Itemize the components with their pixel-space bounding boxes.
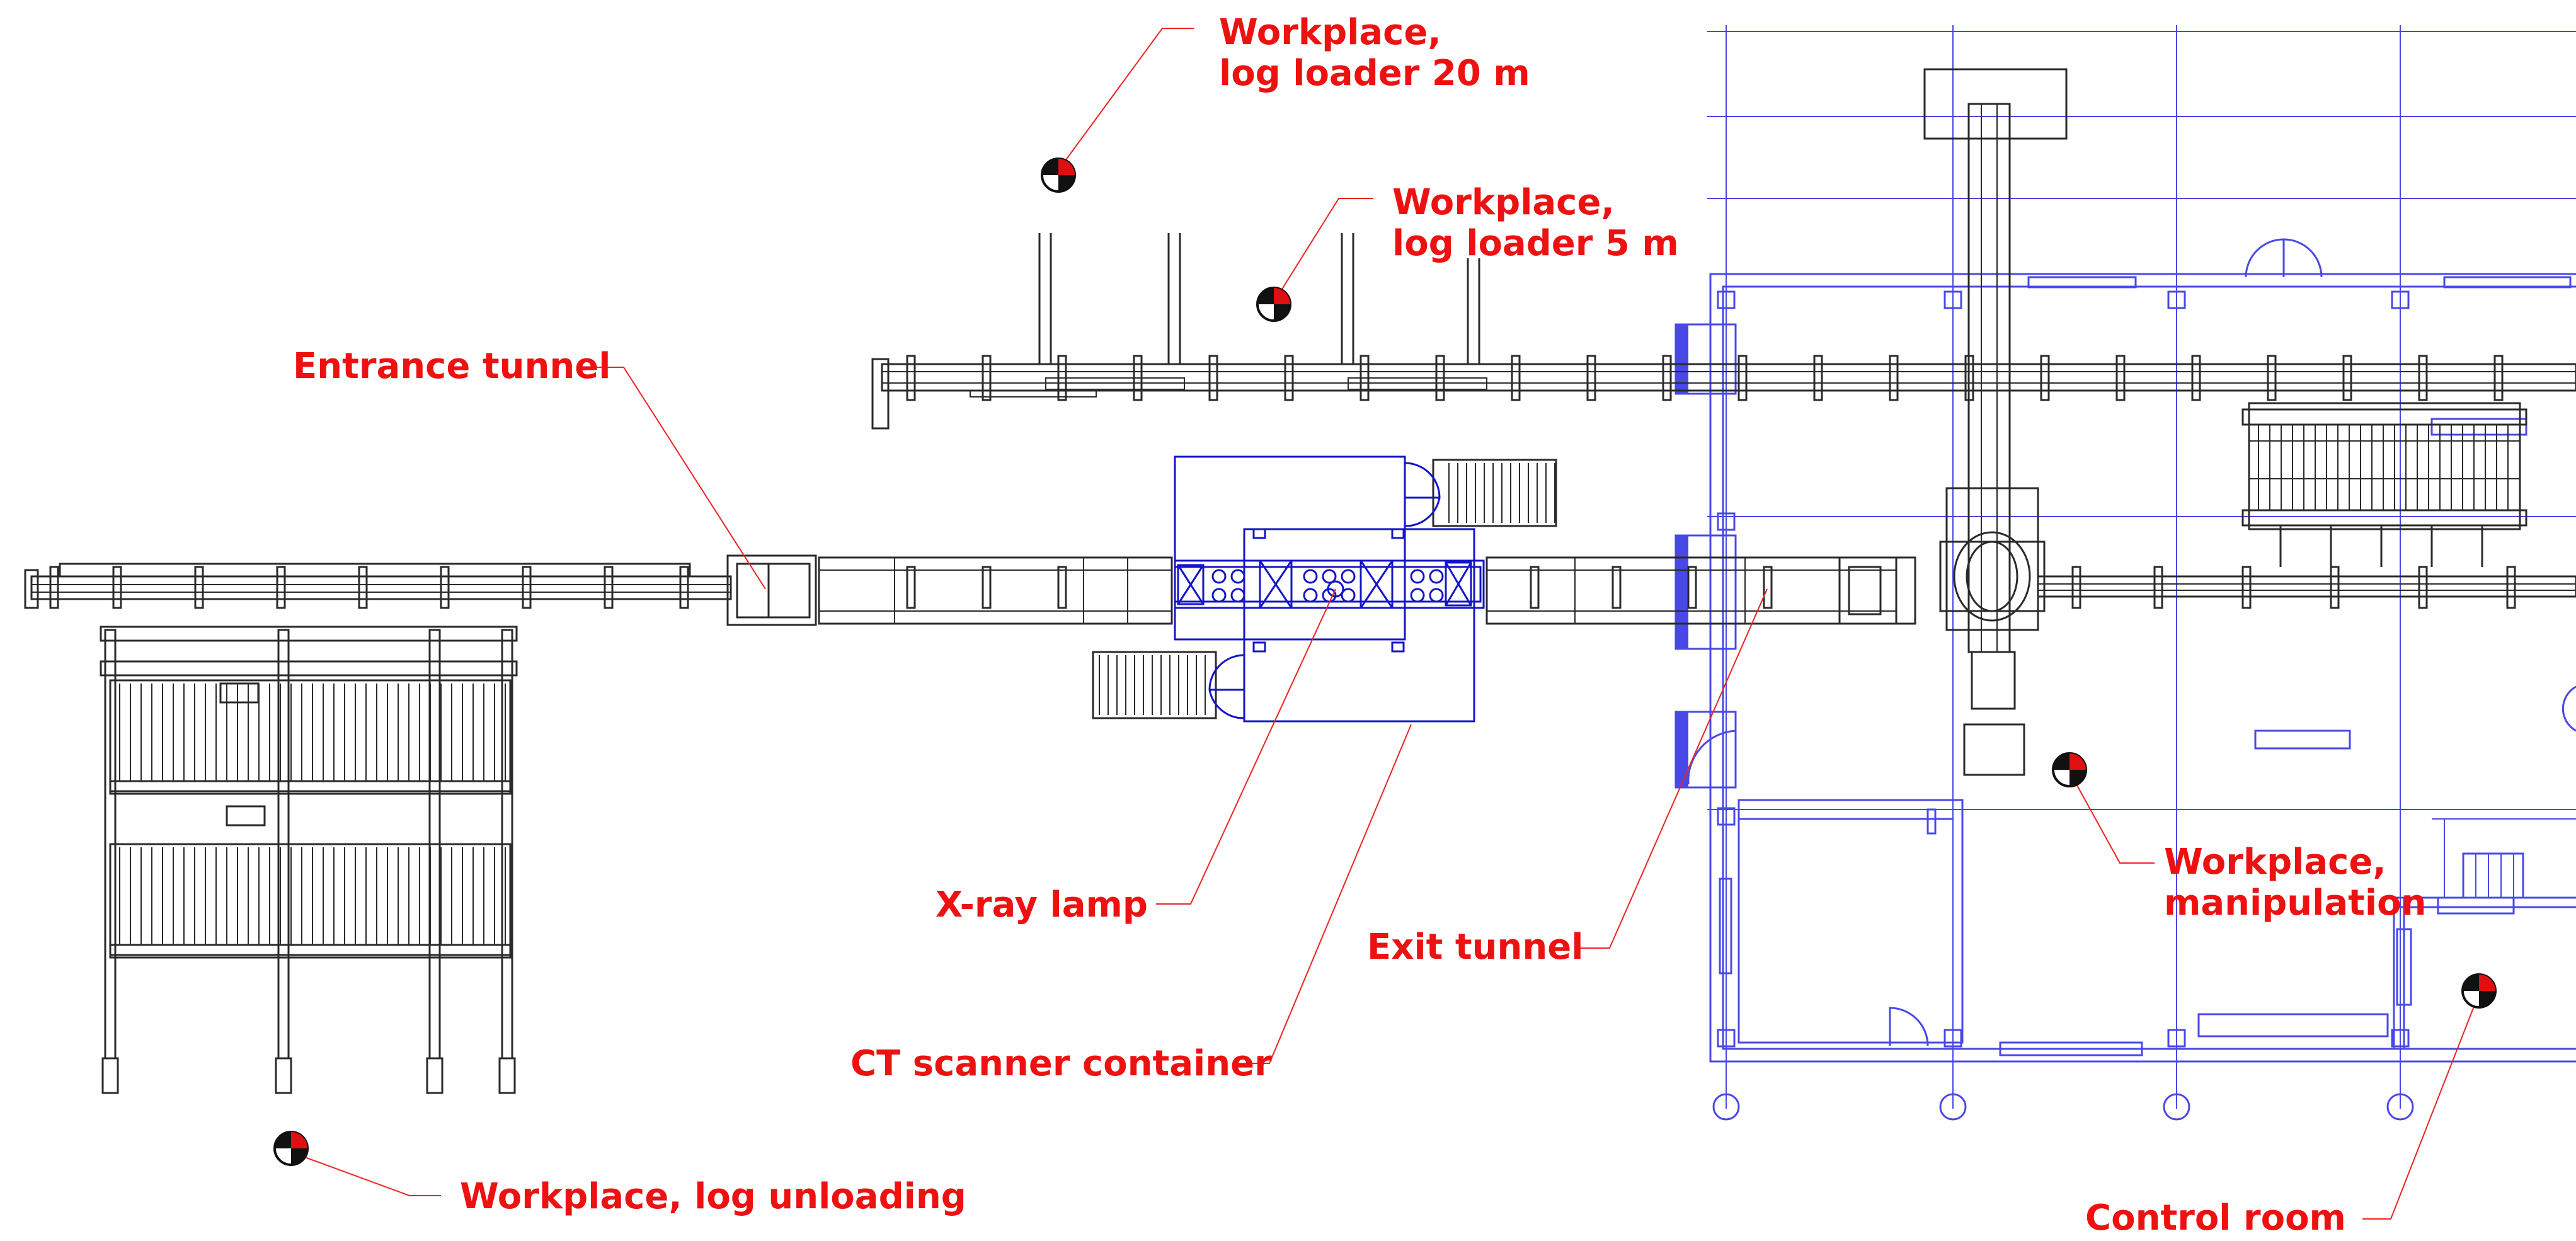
conveyor-support — [276, 566, 286, 609]
upper-conveyor-supports — [906, 355, 2504, 401]
conveyor-support — [2267, 355, 2277, 401]
rack-foot — [101, 1057, 119, 1094]
label-workplace-manipulation: Workplace, manipulation — [2164, 842, 2426, 924]
roller — [1341, 588, 1356, 603]
conveyor-support — [49, 566, 59, 609]
conveyor-support — [1763, 566, 1773, 609]
conveyor-support — [1586, 355, 1596, 401]
conveyor-support — [1889, 355, 1899, 401]
workplace-marker-icon — [1256, 287, 1291, 322]
conveyor-support — [1057, 566, 1067, 609]
main-log-conveyor — [24, 554, 2576, 626]
workplace-marker-icon — [1041, 157, 1076, 193]
conveyor-support — [2493, 355, 2504, 401]
stairs-top — [1404, 459, 1557, 527]
roller — [1322, 588, 1337, 603]
conveyor-support — [440, 566, 450, 609]
gantry-crane — [1923, 68, 2068, 776]
roller — [1322, 569, 1337, 584]
conveyor-support — [1687, 566, 1697, 609]
label-control-room: Control room — [2085, 1198, 2346, 1238]
roller — [1429, 588, 1444, 603]
conveyor-support — [112, 566, 122, 609]
rack-foot — [498, 1057, 516, 1094]
conveyor-support — [2418, 355, 2428, 401]
rack-foot — [426, 1057, 444, 1094]
conveyor-support — [2153, 566, 2163, 609]
conveyor-support — [906, 566, 916, 609]
roller — [1429, 569, 1444, 584]
conveyor-support — [2071, 566, 2081, 609]
conveyor-support — [2115, 355, 2126, 401]
roller — [1341, 569, 1356, 584]
roller — [1410, 569, 1425, 584]
conveyor-support — [1435, 355, 1445, 401]
label-entrance-tunnel: Entrance tunnel — [293, 346, 610, 387]
label-workplace-log-loader-20m: Workplace, log loader 20 m — [1219, 12, 1530, 94]
conveyor-support — [1057, 355, 1067, 401]
conveyor-support — [982, 355, 992, 401]
conveyor-support — [2241, 566, 2252, 609]
conveyor-support — [2342, 355, 2352, 401]
upper-log-conveyor — [871, 233, 2576, 430]
conveyor-support — [906, 355, 916, 401]
stairs-bottom — [1092, 651, 1245, 719]
workplace-marker-icon — [273, 1131, 309, 1166]
label-line-2: log loader 5 m — [1392, 223, 1679, 264]
roller — [1211, 588, 1227, 603]
workplace-marker-icon — [2461, 973, 2497, 1009]
label-xray-lamp: X-ray lamp — [936, 884, 1148, 925]
scanner-rollers — [1211, 569, 1444, 603]
label-line-2: log loader 20 m — [1219, 53, 1530, 94]
label-workplace-log-loader-5m: Workplace, log loader 5 m — [1392, 182, 1679, 264]
main-conveyor-supports — [49, 566, 2516, 609]
conveyor-support — [1360, 355, 1370, 401]
label-ct-scanner-container: CT scanner container — [850, 1043, 1272, 1084]
conveyor-support — [2330, 566, 2340, 609]
label-workplace-log-unloading: Workplace, log unloading — [460, 1176, 966, 1217]
conveyor-support — [522, 566, 532, 609]
leader-lines — [292, 28, 2476, 1220]
label-line-2: manipulation — [2164, 883, 2426, 924]
label-exit-tunnel: Exit tunnel — [1367, 927, 1583, 968]
roller — [1410, 588, 1425, 603]
roller — [1303, 569, 1318, 584]
conveyor-support — [1208, 355, 1218, 401]
conveyor-support — [1530, 566, 1540, 609]
roller — [1230, 569, 1245, 584]
label-line-1: Workplace, — [2164, 842, 2386, 883]
conveyor-support — [1813, 355, 1823, 401]
unloading-racks — [100, 626, 518, 959]
right-rack-slats — [2258, 425, 2509, 567]
conveyor-support — [604, 566, 614, 609]
roller — [1230, 588, 1245, 603]
conveyor-support — [1511, 355, 1521, 401]
conveyor-support — [1611, 566, 1622, 609]
conveyor-support — [2506, 566, 2516, 609]
label-line-1: Workplace, — [1219, 12, 1441, 53]
conveyor-support — [1284, 355, 1294, 401]
building-floor-plan — [1674, 25, 2576, 1121]
conveyor-support — [194, 566, 204, 609]
conveyor-support — [679, 566, 689, 609]
conveyor-support — [2040, 355, 2050, 401]
conveyor-support — [2418, 566, 2428, 609]
conveyor-support — [2191, 355, 2201, 401]
right-storage-rack — [2241, 402, 2527, 530]
conveyor-support — [1662, 355, 1672, 401]
workplace-marker-icon — [2052, 752, 2087, 787]
conveyor-support — [1133, 355, 1143, 401]
xray-lamp-point — [1327, 580, 1344, 598]
conveyor-support — [1737, 355, 1748, 401]
conveyor-support — [982, 566, 992, 609]
label-line-1: Workplace, — [1392, 182, 1615, 223]
rack-foot — [275, 1057, 292, 1094]
conveyor-support — [358, 566, 368, 609]
roller — [1211, 569, 1227, 584]
roller — [1303, 588, 1318, 603]
